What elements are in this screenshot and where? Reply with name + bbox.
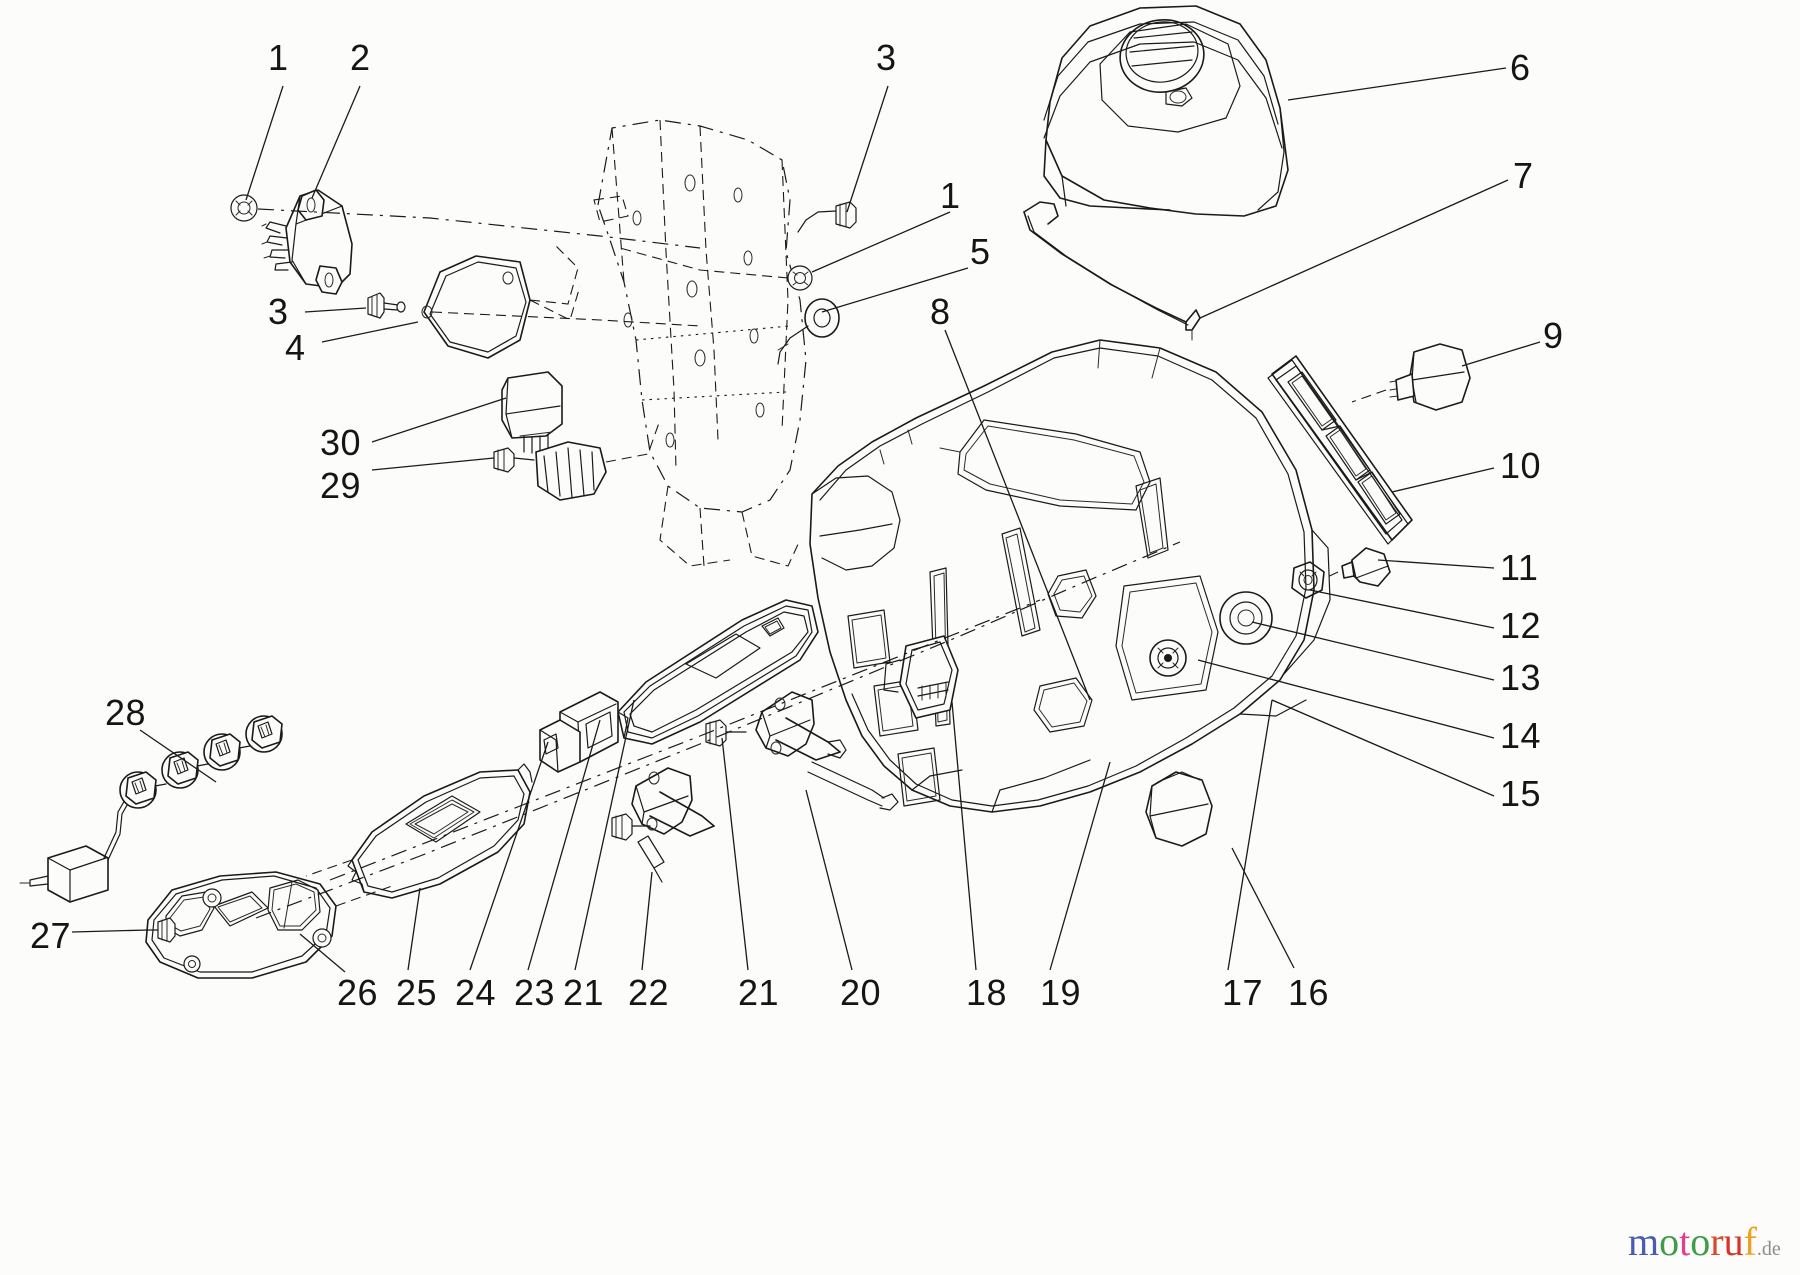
callout-22: 22 (628, 972, 670, 1013)
relay-item30 (501, 371, 563, 454)
callout-14: 14 (1500, 715, 1542, 756)
hood-cover-item6 (1043, 5, 1289, 217)
callout-3-left: 3 (268, 291, 289, 332)
rocker-switch-item24 (539, 691, 619, 773)
bracket-left-item22 (611, 767, 715, 883)
callout-7: 7 (1513, 155, 1534, 196)
indicator-panel-item26 (145, 871, 393, 979)
chassis-bracket-phantom (593, 119, 807, 567)
washer-item13 (1219, 591, 1273, 645)
watermark-letter-r: r (1710, 1219, 1724, 1264)
motoruf-watermark: motoruf.de (1628, 1222, 1781, 1262)
dash-bezel-item23 (617, 599, 819, 745)
callout-9: 9 (1543, 315, 1564, 356)
watermark-suffix: .de (1756, 1238, 1781, 1260)
lower-dash-panel-item25 (305, 763, 533, 899)
leader-lines (71, 67, 1541, 973)
callout-5: 5 (970, 231, 991, 272)
callout-28: 28 (105, 692, 147, 733)
watermark-letter-t: t (1679, 1219, 1691, 1264)
bracket-right-item20 (705, 691, 899, 811)
watermark-letter-u: u (1723, 1219, 1744, 1264)
callout-21-a: 21 (563, 972, 605, 1013)
callout-10: 10 (1500, 445, 1542, 486)
callout-3-top: 3 (876, 37, 897, 78)
callout-6: 6 (1510, 47, 1531, 88)
nut-item12 (1291, 561, 1325, 599)
callout-1-top: 1 (268, 37, 289, 78)
callout-27: 27 (30, 915, 72, 956)
assembly-axis-phantom (255, 541, 1181, 919)
callout-24: 24 (455, 972, 497, 1013)
pcb-item19 (883, 635, 959, 719)
watermark-letter-o1: o (1659, 1219, 1680, 1264)
wire-harness-item28 (19, 715, 283, 903)
callout-16: 16 (1288, 972, 1330, 1013)
callout-12: 12 (1500, 605, 1542, 646)
connector-block-item29 (493, 419, 661, 501)
callout-11: 11 (1500, 547, 1539, 588)
control-bezel-item10 (1267, 355, 1413, 545)
screw-item17 (1149, 639, 1187, 677)
callout-1-mid: 1 (940, 175, 961, 216)
callout-2: 2 (350, 37, 371, 78)
callout-26: 26 (337, 972, 379, 1013)
callout-8: 8 (930, 291, 951, 332)
screw-right-upper (797, 201, 857, 233)
callout-15: 15 (1500, 773, 1542, 814)
callout-20: 20 (840, 972, 882, 1013)
switch-item11 (1311, 547, 1391, 587)
callout-19: 19 (1040, 972, 1082, 1013)
callout-25: 25 (396, 972, 438, 1013)
console-shell-item14 (809, 339, 1331, 813)
callout-23: 23 (514, 972, 556, 1013)
callout-30: 30 (320, 422, 362, 463)
callout-21-b: 21 (738, 972, 780, 1013)
callout-4: 4 (285, 327, 306, 368)
knob-item9 (1351, 343, 1471, 411)
nut-right (619, 247, 813, 291)
callout-13: 13 (1500, 657, 1542, 698)
watermark-letter-m: m (1628, 1219, 1660, 1264)
latch-rod-item7 (1023, 201, 1201, 341)
grommet-item5 (777, 298, 840, 365)
cap-plug-item16 (1145, 771, 1213, 847)
watermark-letter-f: f (1743, 1219, 1757, 1264)
cover-plate-assembly (367, 245, 701, 359)
ignition-switch-assembly (230, 189, 701, 295)
callout-29: 29 (320, 465, 362, 506)
callout-18: 18 (966, 972, 1008, 1013)
callout-17: 17 (1222, 972, 1264, 1013)
watermark-letter-o2: o (1690, 1219, 1711, 1264)
